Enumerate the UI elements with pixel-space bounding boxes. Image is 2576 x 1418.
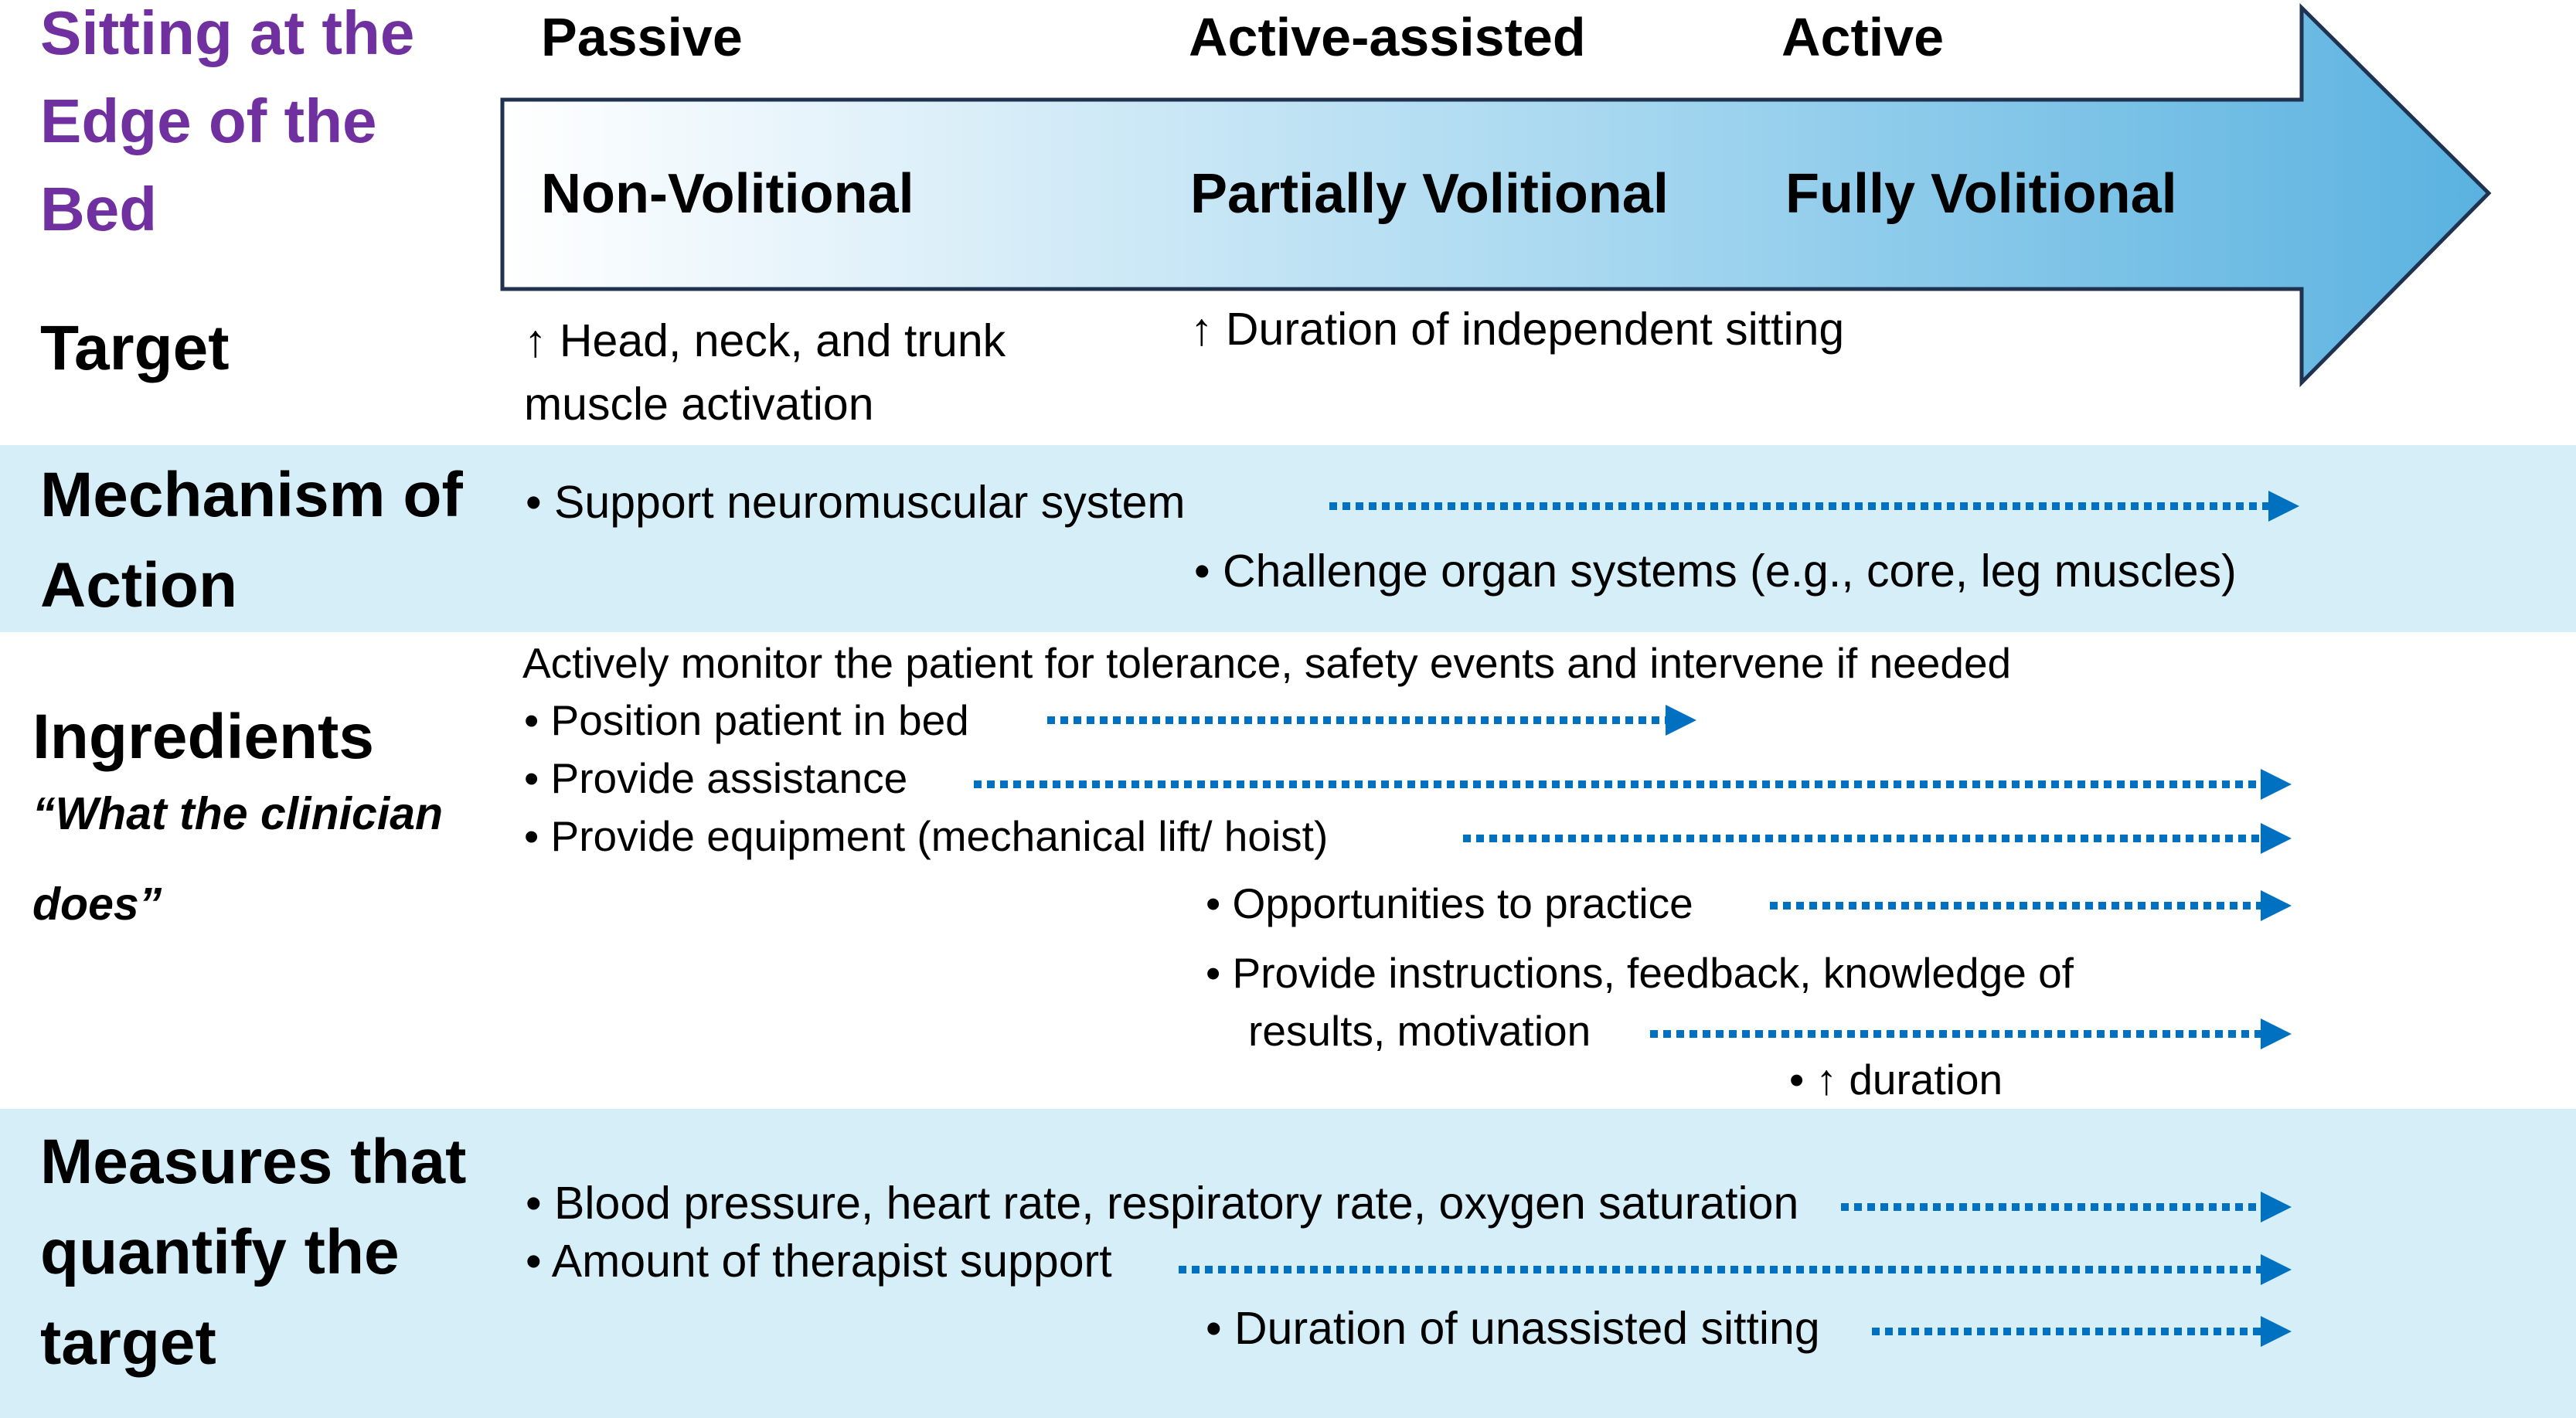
ingredient-item-3: • Provide equipment (mechanical lift/ ho… [524, 812, 1329, 860]
section-target: Target [40, 313, 230, 383]
ingredient-item-5: • Provide instructions, feedback, knowle… [1206, 949, 2074, 997]
section-mechanism: Mechanism of Action [40, 460, 463, 621]
ingredients-subtitle: “What the clinician does” [32, 788, 444, 930]
volition-full: Fully Volitional [1785, 163, 2177, 225]
level-active: Active [1781, 7, 1945, 67]
ingredients-intro: Actively monitor the patient for toleran… [522, 639, 2012, 687]
level-active-assisted: Active-assisted [1189, 7, 1586, 67]
measure-item-3: • Duration of unassisted sitting [1206, 1303, 1820, 1354]
volition-partial: Partially Volitional [1190, 163, 1669, 225]
ingredient-item-2: • Provide assistance [524, 754, 908, 802]
progression-arrow [500, 2, 2492, 388]
measures-band [0, 1109, 2576, 1418]
target-item-1: ↑ Head, neck, and trunk muscle activatio… [524, 315, 1006, 430]
measure-item-1: • Blood pressure, heart rate, respirator… [526, 1178, 1799, 1229]
mechanism-band [0, 445, 2576, 632]
ingredient-item-4: • Opportunities to practice [1206, 879, 1693, 927]
measure-item-2: • Amount of therapist support [526, 1236, 1112, 1287]
mechanism-item-2: • Challenge organ systems (e.g., core, l… [1194, 546, 2237, 597]
level-passive: Passive [541, 7, 743, 67]
target-item-2: ↑ Duration of independent sitting [1190, 304, 1845, 355]
section-ingredients: Ingredients [32, 702, 374, 772]
ingredient-item-1: • Position patient in bed [524, 696, 969, 744]
section-measures: Measures that quantify the target [40, 1127, 467, 1378]
ingredient-item-5-cont: results, motivation [1248, 1007, 1591, 1055]
ingredient-item-6: • ↑ duration [1789, 1056, 2003, 1103]
diagram-title: Sitting at the Edge of the Bed [40, 0, 415, 243]
mechanism-item-1: • Support neuromuscular system [526, 477, 1186, 528]
volition-non: Non-Volitional [541, 163, 914, 225]
